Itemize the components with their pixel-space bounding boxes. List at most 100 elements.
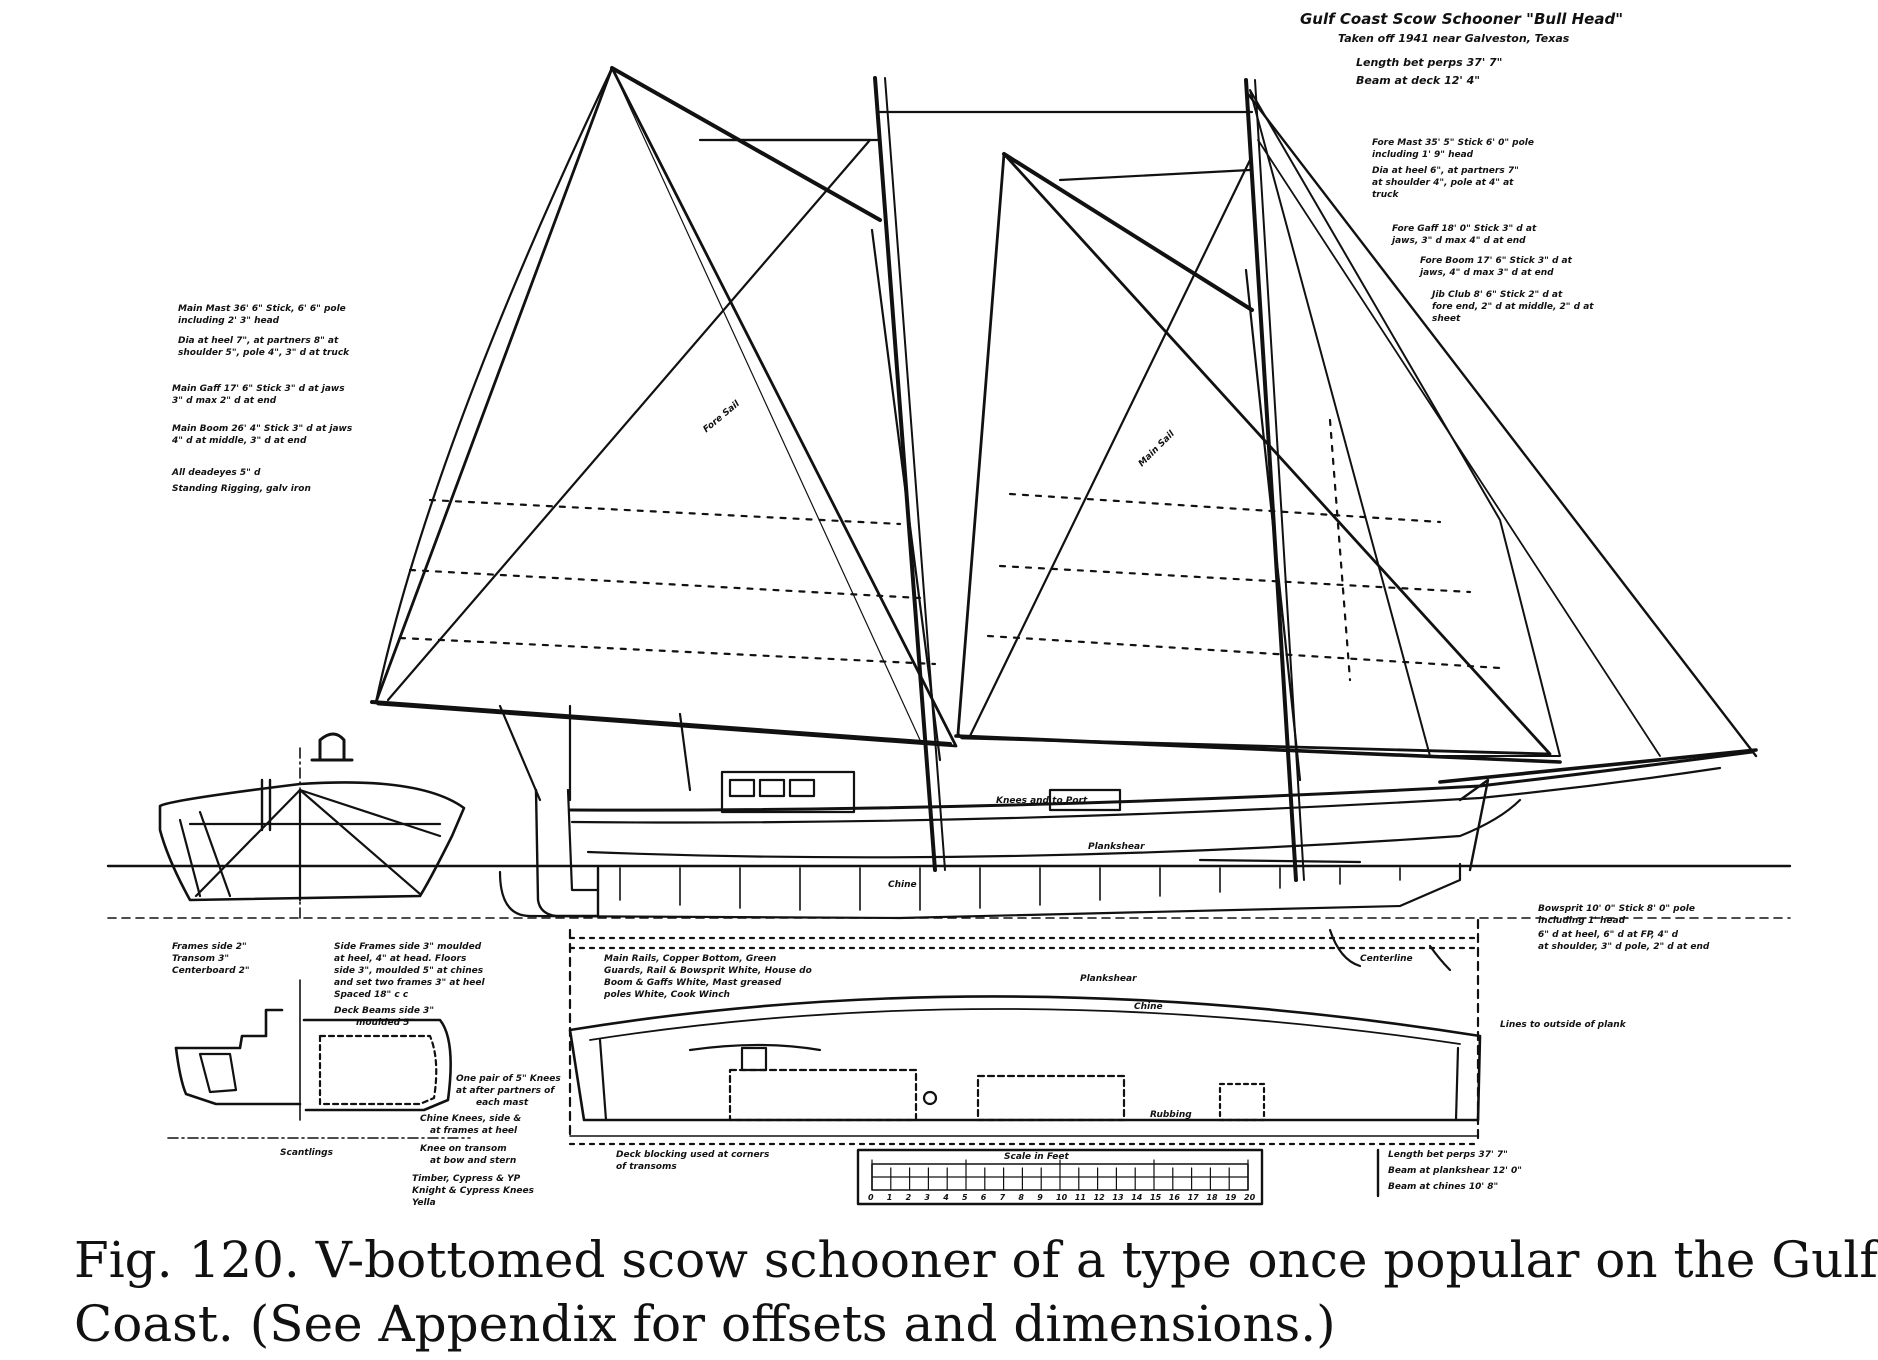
jibclub-note-3: sheet [1432,314,1461,324]
mainboom-note-1: Main Boom 26' 4" Stick 3" d at jaws [172,424,353,434]
hatch [1048,788,1122,812]
bow-stem [1458,778,1490,872]
mainsail [374,66,958,748]
deck-plan [568,918,1482,1146]
cabin-window-3 [788,778,816,798]
scale-tick-label: 8 [1018,1193,1024,1202]
jib [1249,89,1561,757]
cabin-house [720,770,856,814]
bowsprit-note-2: including 1' head [1538,916,1626,926]
hull-transom [566,788,600,892]
scale-tick-label: 3 [924,1193,930,1202]
bowsprit [1438,748,1758,784]
scale-tick-label: 11 [1074,1193,1086,1202]
title-note: Gulf Coast Scow Schooner "Bull Head" [1300,10,1624,28]
caption-line-2: Coast. (See Appendix for offsets and dim… [74,1295,1336,1353]
bowsprit-note-1: Bowsprit 10' 0" Stick 8' 0" pole [1538,904,1695,914]
station-lines [619,867,1401,911]
mainmast-note-3: Dia at heel 7", at partners 8" at [178,336,339,346]
dims-note-3: Beam at chines 10' 8" [1388,1182,1499,1192]
scale-tick-label: 16 [1168,1193,1180,1202]
mainsail-leech [374,66,614,704]
mainmast-inner [884,77,946,871]
mainrail-note-2: Guards, Rail & Bowsprit White, House do [604,966,812,976]
rubbing-label: Rubbing [1150,1110,1192,1120]
mainrail-note-3: Boom & Gaffs White, Mast greased [604,978,782,988]
main-gaff [610,66,882,222]
mainmast-note-2: including 2' 3" head [178,316,280,326]
scale-tick-label: 19 [1225,1193,1237,1202]
scale-tick-label: 6 [980,1193,987,1202]
scale-label: Scale in Feet [1004,1152,1069,1162]
title-note-sub1: Taken off 1941 near Galveston, Texas [1338,32,1570,45]
knees-note-7: at bow and stern [430,1156,517,1166]
forebeam-note-1: Fore Boom 17' 6" Stick 3" d at [1420,256,1572,266]
deadeyes-note: All deadeyes 5" d [172,468,261,478]
bowsprit-note-4: at shoulder, 3" d pole, 2" d at end [1538,942,1710,952]
body-plan [158,732,466,921]
fore-gaff [1002,152,1254,312]
scale-ticks [871,1159,1249,1191]
scale-tick-label: 13 [1112,1193,1124,1202]
foremast [1244,78,1298,882]
dims-note-1: Length bet perps 37' 7" [1388,1150,1508,1160]
scale-tick-label: 12 [1093,1193,1105,1202]
knees-to-port-label: Knees and to Port [996,796,1088,806]
mainmast-note-1: Main Mast 36' 6" Stick, 6' 6" pole [178,304,346,314]
main-boom [370,700,952,746]
scale-tick-label: 20 [1244,1193,1256,1202]
scale-tick-label: 0 [868,1193,874,1202]
rigging-note: Standing Rigging, galv iron [172,484,311,494]
mainboom-note-2: 4" d at middle, 3" d at end [172,436,307,446]
scale-tick-label: 10 [1056,1193,1068,1202]
mainsheet-1 [498,704,542,802]
chine-label-deck: Chine [1134,1002,1163,1012]
timber-note-3: Yella [412,1198,436,1208]
shroud-main [870,228,942,762]
jibclub-note-1: Jib Club 8' 6" Stick 2" d at [1432,290,1563,300]
deck-blocking-note-1: Deck blocking used at corners [616,1150,770,1160]
title-note-sub2: Length bet perps 37' 7" [1356,56,1503,69]
fore-topping-lift [968,158,1252,738]
centerboard-trunk [1198,858,1362,864]
frames-note-2: at heel, 4" at head. Floors [334,954,467,964]
schooner-plan-drawing [106,66,1792,1206]
mainmast-note-4: shoulder 5", pole 4", 3" d at truck [178,348,350,358]
knees-note-3: each mast [476,1098,529,1108]
scale-tick-label: 15 [1150,1193,1162,1202]
keel-bottom [498,862,1462,920]
frames-note-7: moulded 5" [356,1018,415,1028]
title-note-sub3: Beam at deck 12' 4" [1356,74,1480,87]
caption-line-1: Fig. 120. V-bottomed scow schooner of a … [74,1231,1878,1289]
timber-note-2: Knight & Cypress Knees [412,1186,534,1196]
frames-note-5: Spaced 18" c c [334,990,409,1000]
scale-tick-label: 18 [1206,1193,1218,1202]
forebeam-note-2: jaws, 4" d max 3" d at end [1420,268,1554,278]
main-leech-line [611,67,921,741]
knees-note-1: One pair of 5" Knees [456,1074,561,1084]
frames-note-1: Side Frames side 3" moulded [334,942,482,952]
foremast-note-3: Dia at heel 6", at partners 7" [1372,166,1519,176]
cabin-window-1 [728,778,756,798]
main-topping-lift [386,138,872,702]
scantling-note-2: Transom 3" [172,954,230,964]
scale-tick-label: 5 [962,1193,968,1202]
scale-tick-label: 14 [1131,1193,1143,1202]
jib-stay [1257,139,1661,757]
foremast-note-1: Fore Mast 35' 5" Stick 6' 0" pole [1372,138,1534,148]
maingaff-note-2: 3" d max 2" d at end [172,396,277,406]
knees-note-5: at frames at heel [430,1126,518,1136]
plankshear-label-profile: Plankshear [1088,842,1145,852]
dims-note-2: Beam at plankshear 12' 0" [1388,1166,1522,1176]
hull-rail [570,766,1722,824]
scale-tick-label: 4 [943,1193,949,1202]
chine-label-profile: Chine [888,880,917,890]
scale-tick-label: 2 [905,1193,912,1202]
plankshear-label-deck: Plankshear [1080,974,1137,984]
centerline-label: Centerline [1360,954,1413,964]
shroud-fore [1244,268,1302,782]
scale-tick-label: 17 [1187,1193,1199,1202]
midship-section [167,979,471,1139]
frames-note-4: and set two frames 3" at heel [334,978,485,988]
foremast-note-2: including 1' 9" head [1372,150,1474,160]
